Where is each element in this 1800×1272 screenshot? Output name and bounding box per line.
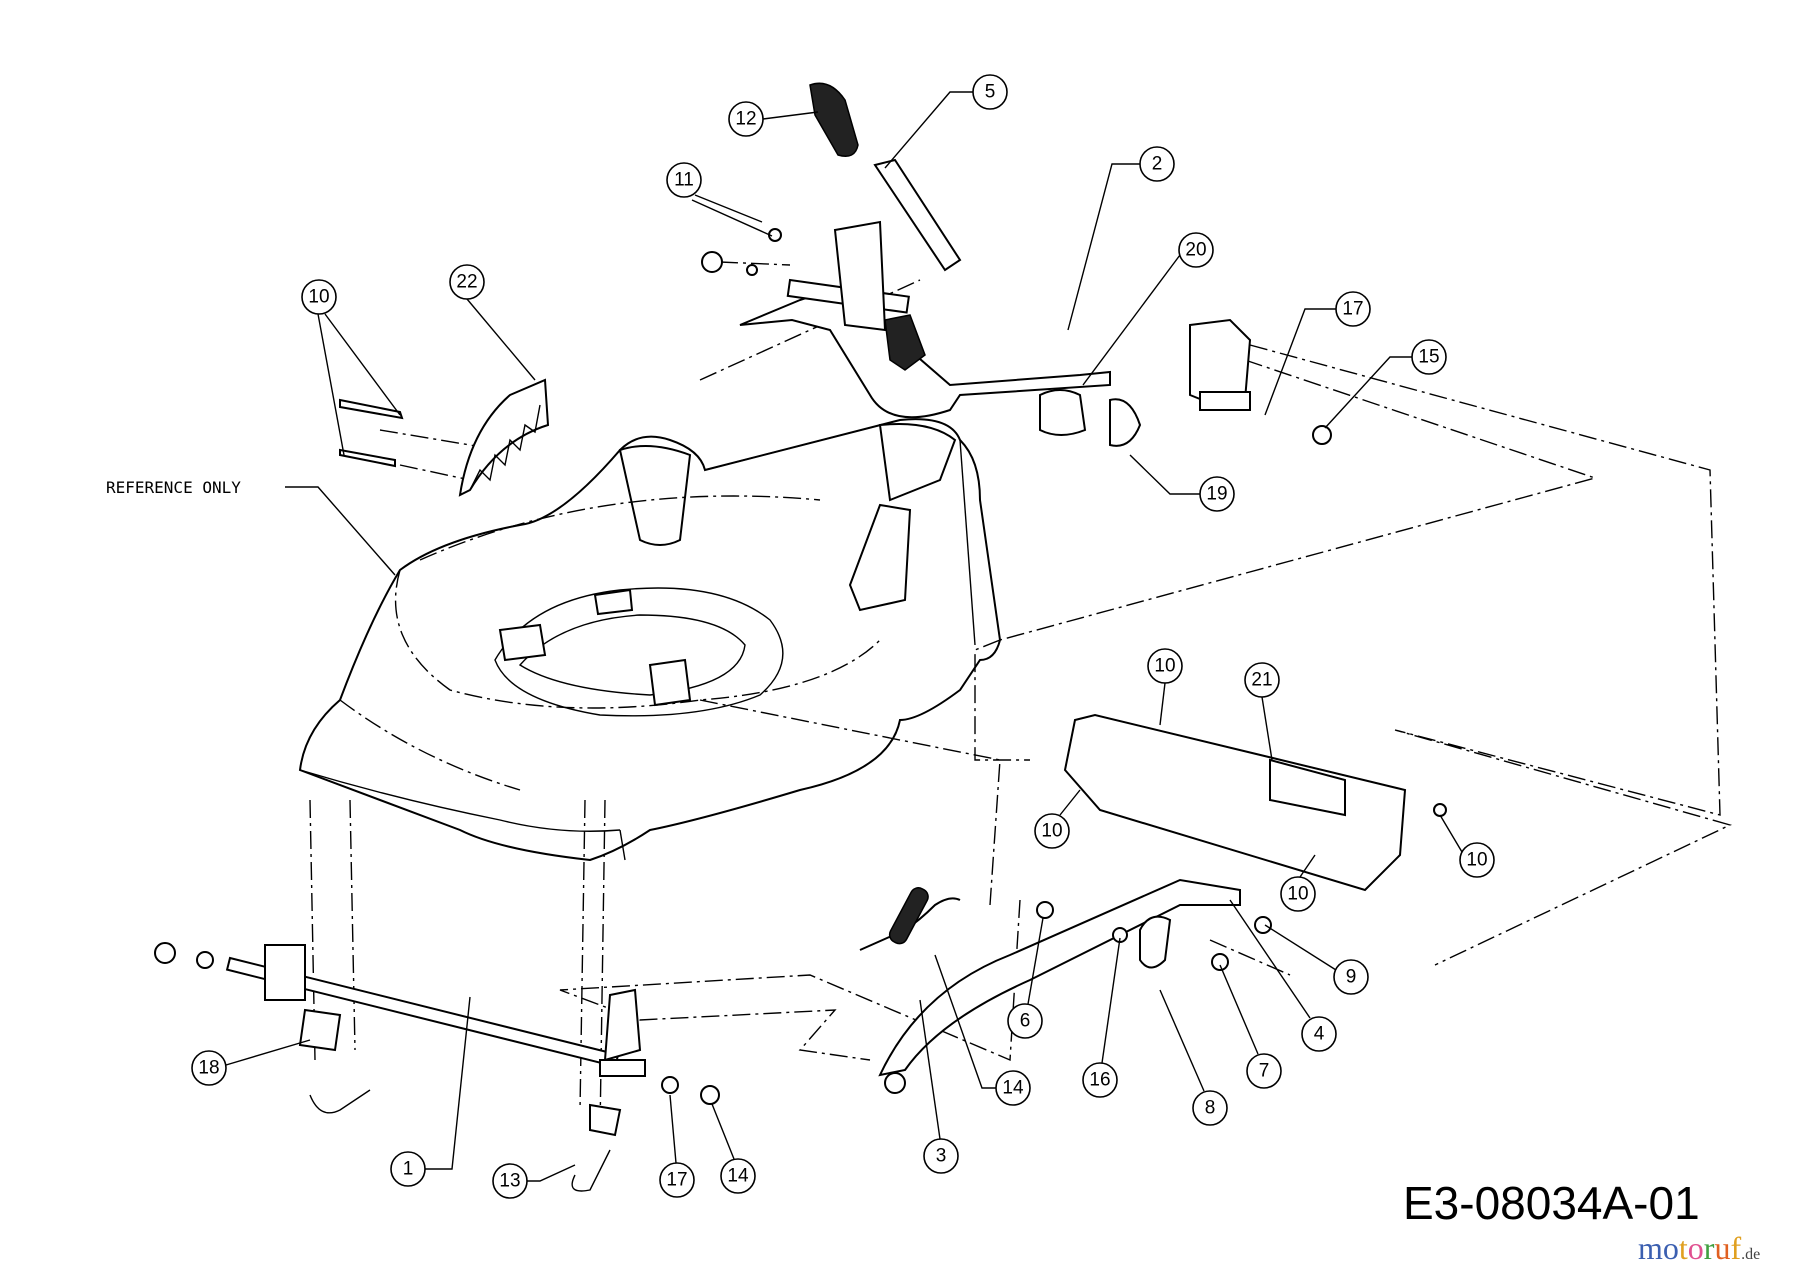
- svg-text:10: 10: [1154, 656, 1175, 677]
- rear-axle-assembly: [154, 942, 720, 1192]
- svg-text:3: 3: [936, 1146, 947, 1167]
- callout-22: 22: [449, 264, 485, 300]
- leader-lines: [225, 91, 1463, 1182]
- callout-8: 8: [1192, 1090, 1228, 1126]
- reference-only-note: REFERENCE ONLY: [106, 478, 241, 497]
- callout-20: 20: [1178, 232, 1214, 268]
- svg-text:10: 10: [308, 287, 329, 308]
- callout-5: 5: [972, 74, 1008, 110]
- svg-text:17: 17: [1342, 299, 1363, 320]
- watermark-letter: t: [1678, 1230, 1688, 1266]
- svg-text:6: 6: [1020, 1011, 1031, 1032]
- callout-7: 7: [1246, 1053, 1282, 1089]
- callout-15: 15: [1411, 339, 1447, 375]
- svg-text:10: 10: [1466, 850, 1487, 871]
- watermark-letter: o: [1687, 1230, 1704, 1266]
- watermark-logo: motoruf.de: [1638, 1230, 1761, 1266]
- front-shaft-assembly: [701, 82, 1332, 447]
- svg-text:19: 19: [1206, 484, 1227, 505]
- svg-text:4: 4: [1314, 1024, 1325, 1045]
- svg-text:13: 13: [499, 1171, 520, 1192]
- watermark-letter: u: [1714, 1230, 1731, 1266]
- svg-text:17: 17: [666, 1170, 687, 1191]
- callout-16: 16: [1082, 1062, 1118, 1098]
- callout-10: 10: [1280, 876, 1316, 912]
- callout-14: 14: [720, 1158, 756, 1194]
- svg-text:14: 14: [1002, 1078, 1024, 1099]
- callout-19: 19: [1199, 476, 1235, 512]
- callout-21: 21: [1244, 662, 1280, 698]
- svg-text:16: 16: [1089, 1070, 1110, 1091]
- svg-text:8: 8: [1205, 1098, 1216, 1119]
- svg-text:15: 15: [1418, 347, 1439, 368]
- callout-10: 10: [1034, 813, 1070, 849]
- callout-14: 14: [995, 1070, 1031, 1106]
- svg-text:10: 10: [1041, 821, 1062, 842]
- svg-text:1: 1: [403, 1159, 414, 1180]
- callout-6: 6: [1007, 1003, 1043, 1039]
- callout-17: 17: [1335, 291, 1371, 327]
- callout-4: 4: [1301, 1016, 1337, 1052]
- callout-3: 3: [923, 1138, 959, 1174]
- callout-13: 13: [492, 1163, 528, 1199]
- callout-17: 17: [659, 1162, 695, 1198]
- watermark-letter: f: [1730, 1230, 1742, 1266]
- callout-10: 10: [1459, 842, 1495, 878]
- mower-deck: [298, 418, 1002, 862]
- svg-text:20: 20: [1185, 240, 1206, 261]
- svg-text:14: 14: [727, 1166, 749, 1187]
- svg-text:5: 5: [985, 82, 996, 103]
- rear-bracket-assembly: [859, 713, 1447, 1094]
- watermark-letter: r: [1703, 1230, 1715, 1266]
- callout-9: 9: [1333, 959, 1369, 995]
- svg-text:10: 10: [1287, 884, 1308, 905]
- watermark-letter: m: [1638, 1230, 1663, 1266]
- callout-10: 10: [301, 279, 337, 315]
- svg-text:11: 11: [674, 170, 694, 191]
- svg-text:12: 12: [735, 109, 756, 130]
- svg-text:7: 7: [1259, 1061, 1270, 1082]
- watermark-letter: o: [1662, 1230, 1679, 1266]
- callout-18: 18: [191, 1050, 227, 1086]
- callout-10: 10: [1147, 648, 1183, 684]
- svg-text:9: 9: [1346, 967, 1357, 988]
- svg-text:18: 18: [198, 1058, 219, 1079]
- height-adjuster-parts: [339, 378, 550, 497]
- callout-1: 1: [390, 1151, 426, 1187]
- callout-11: 11: [666, 162, 702, 198]
- svg-text:2: 2: [1152, 154, 1163, 175]
- callout-2: 2: [1139, 146, 1175, 182]
- svg-text:21: 21: [1251, 670, 1272, 691]
- drawing-number: E3-08034A-01: [1403, 1177, 1700, 1229]
- callout-12: 12: [728, 101, 764, 137]
- svg-text:22: 22: [456, 272, 477, 293]
